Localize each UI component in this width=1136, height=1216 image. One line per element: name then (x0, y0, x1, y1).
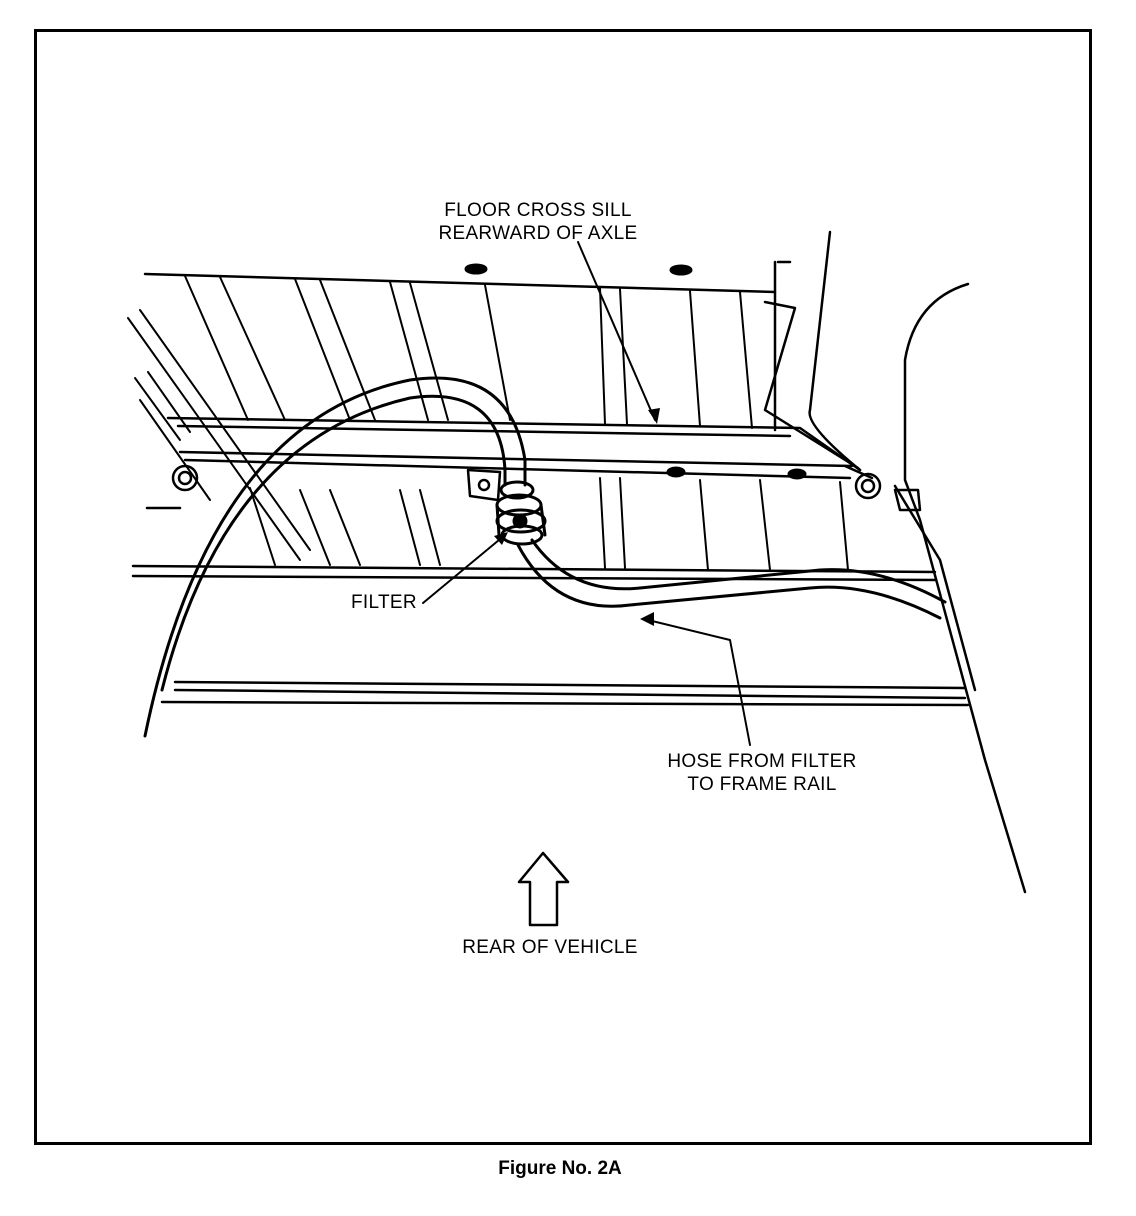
frame-rail-mid (173, 680, 967, 690)
cross-sill-label-line1: FLOOR CROSS SILL (444, 200, 632, 221)
left-bolt (145, 464, 199, 510)
floor-ribs-lower (249, 477, 849, 571)
right-body-vertical (808, 230, 862, 472)
figure-caption: Figure No. 2A (498, 1158, 622, 1179)
filter-bracket-hole (477, 478, 491, 492)
rear-of-vehicle-label: REAR OF VEHICLE (462, 937, 638, 958)
filter-label: FILTER (351, 592, 417, 613)
leader-lines (422, 241, 751, 746)
filter-bracket (466, 468, 502, 502)
hose-label-line2: TO FRAME RAIL (687, 774, 837, 795)
hose-label: HOSE FROM FILTER TO FRAME RAIL (652, 750, 872, 796)
leader-cross-sill (577, 241, 656, 421)
cross-sill-top2 (176, 424, 792, 438)
arrowhead-cross-sill (648, 408, 660, 424)
frame-rail-bottom (160, 700, 970, 707)
floor-ribs-upper (184, 275, 753, 429)
cross-sill-bottom (183, 458, 852, 480)
arrowhead-filter (494, 532, 508, 545)
cross-sill-label-line2: REARWARD OF AXLE (438, 223, 638, 244)
wheel-well (903, 282, 1027, 894)
frame-rail-top2 (131, 574, 937, 582)
floor-slot (669, 264, 693, 276)
leader-hose (647, 619, 751, 746)
rear-direction-arrow (517, 851, 570, 927)
filter-hose-upper (516, 543, 942, 620)
arrowhead-hose (640, 612, 654, 626)
leader-filter (422, 534, 506, 604)
cross-sill-label: FLOOR CROSS SILL REARWARD OF AXLE (418, 199, 658, 245)
floor-slot (464, 263, 488, 275)
large-hose-outer (143, 376, 527, 738)
bracket (893, 488, 922, 512)
large-hose-inner (160, 394, 507, 692)
cross-sill-end (843, 464, 874, 480)
hose-label-line1: HOSE FROM FILTER (667, 751, 857, 772)
filter-canister (495, 480, 547, 546)
right-bolt (854, 472, 882, 500)
body-edge (893, 484, 977, 692)
left-diagonals (127, 309, 311, 561)
frame-rail-mid2 (173, 688, 967, 700)
right-body-curve (763, 300, 860, 470)
filter-hose-lower (530, 538, 947, 604)
floor-top-edge (143, 272, 777, 294)
